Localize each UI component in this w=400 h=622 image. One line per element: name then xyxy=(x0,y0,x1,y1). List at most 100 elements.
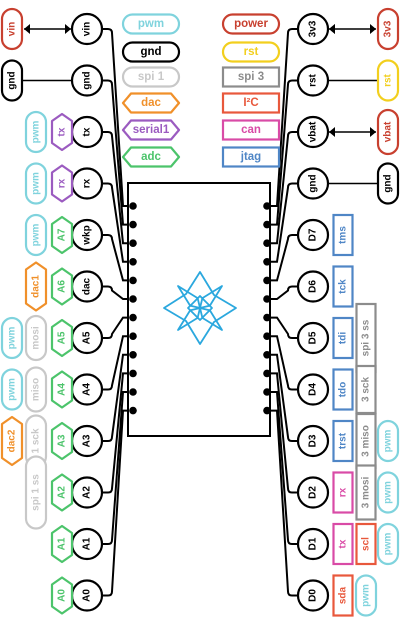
pin-dot-rst xyxy=(263,220,271,229)
pin-a5: A5 xyxy=(70,321,104,355)
tag-dac-dac1: dac1 xyxy=(24,261,48,312)
tag-jtag-trst: trst xyxy=(332,419,354,463)
pin-d4: D4 xyxy=(296,373,330,406)
connector-a3 xyxy=(102,353,133,442)
pin-label: D7 xyxy=(308,228,319,241)
pin-vbat: vbat xyxy=(296,115,330,149)
pin-dot-d7 xyxy=(263,276,271,285)
tag-dac-dac2: dac2 xyxy=(0,415,24,467)
connector-d3 xyxy=(267,353,298,442)
tag-label: rst xyxy=(383,73,394,86)
pin-3v3: 3v3 xyxy=(296,12,330,46)
tag-spi3-3-miso: 3 miso xyxy=(355,412,377,470)
pin-label: rst xyxy=(308,73,319,86)
chip-pin-dots xyxy=(129,202,271,415)
pin-a4: A4 xyxy=(70,373,104,406)
tag-pwm-pwm: pwm xyxy=(24,162,48,205)
pin-dot-a4 xyxy=(129,332,137,341)
tag-label: spi 3 ss xyxy=(361,319,372,356)
connector-vbat xyxy=(267,131,298,245)
legend-power: power xyxy=(221,13,281,35)
pin-d7: D7 xyxy=(296,218,330,252)
legend-label: can xyxy=(241,124,261,136)
connector-vin xyxy=(102,28,133,207)
pin-label: A4 xyxy=(82,383,93,396)
tag-label: pwm xyxy=(31,224,42,247)
legend-label: power xyxy=(234,18,268,30)
legend-label: gnd xyxy=(140,46,161,58)
tag-pwm-pwm: pwm xyxy=(24,213,48,257)
pin-dot-d6 xyxy=(263,295,271,303)
connector-a2 xyxy=(102,372,133,494)
tag-jtag-tdo: tdo xyxy=(332,368,354,411)
connector-tx xyxy=(102,131,133,245)
pin-dot-vin xyxy=(129,202,137,210)
tag-label: A3 xyxy=(57,434,68,447)
pin-dot-dac xyxy=(129,295,137,303)
tag-label: rx xyxy=(338,487,349,497)
pin-label: A2 xyxy=(82,486,93,499)
legend-adc: adc xyxy=(121,146,181,168)
tag-power-3v3: 3v3 xyxy=(376,7,400,51)
tag-label: trst xyxy=(338,432,349,449)
legend-pwm: pwm xyxy=(121,13,181,35)
pin-dot-a3 xyxy=(129,351,137,359)
tag-label: 1 sck xyxy=(31,428,42,453)
tag-label: dac1 xyxy=(31,275,42,298)
tag-label: sda xyxy=(338,586,349,604)
tag-label: mosi xyxy=(31,326,42,350)
pin-label: D2 xyxy=(308,486,319,499)
pin-label: A0 xyxy=(82,589,93,602)
tag-pwm-pwm: pwm xyxy=(376,419,400,463)
legend-dac: dac xyxy=(121,92,181,114)
tag-label: tdo xyxy=(338,382,349,398)
tag-label: A0 xyxy=(57,589,68,602)
pin-label: gnd xyxy=(82,71,93,89)
tag-label: 3v3 xyxy=(383,20,394,37)
pin-dac: dac xyxy=(70,270,104,303)
connector-d2 xyxy=(267,372,298,494)
legend-jtag: jtag xyxy=(221,146,281,168)
pin-label: D4 xyxy=(308,383,319,396)
legend-label: pwm xyxy=(138,18,164,30)
pin-label: A3 xyxy=(82,434,93,447)
tag-power-vin: vin xyxy=(0,7,24,51)
tag-spi1-1-sck: 1 sck xyxy=(24,414,48,468)
connector-d0 xyxy=(267,409,298,597)
tag-serial1-tx: tx xyxy=(50,112,74,152)
connector-a4 xyxy=(102,335,133,391)
tag-gnd-gnd: gnd xyxy=(0,59,24,102)
tag-label: gnd xyxy=(7,71,18,89)
pin-label: vin xyxy=(82,22,93,36)
tag-label: pwm xyxy=(31,121,42,144)
legend-label: spi 3 xyxy=(238,71,264,83)
legend-can: can xyxy=(221,119,281,141)
tag-label: tx xyxy=(338,539,349,548)
tag-adc-a0: A0 xyxy=(50,576,74,615)
legend-rst: rst xyxy=(221,41,281,63)
pin-gnd: gnd xyxy=(70,64,104,97)
pin-dot-a2 xyxy=(129,369,137,378)
tag-pwm-pwm: pwm xyxy=(376,471,400,514)
pin-label: wkp xyxy=(82,225,93,245)
tag-label: A5 xyxy=(57,331,68,344)
pin-connector-lines xyxy=(22,24,378,597)
tag-label: pwm xyxy=(383,481,394,504)
pin-vin: vin xyxy=(70,12,104,46)
tag-label: A6 xyxy=(57,280,68,293)
tag-label: A4 xyxy=(57,383,68,396)
tag-label: pwm xyxy=(7,378,18,401)
tag-spi3-3-sck: 3 sck xyxy=(355,364,377,415)
pin-label: A5 xyxy=(82,331,93,344)
tag-adc-a5: A5 xyxy=(50,318,74,358)
connector-a5 xyxy=(102,316,133,339)
tag-label: pwm xyxy=(361,584,372,607)
pin-dot-d5 xyxy=(263,313,271,322)
legend-label: spi 1 xyxy=(138,71,165,83)
connector-d1 xyxy=(267,391,298,545)
tag-spi1-spi-1-ss: spi 1 ss xyxy=(24,455,48,530)
tag-adc-a3: A3 xyxy=(50,421,74,461)
pin-rx: rx xyxy=(70,167,104,200)
